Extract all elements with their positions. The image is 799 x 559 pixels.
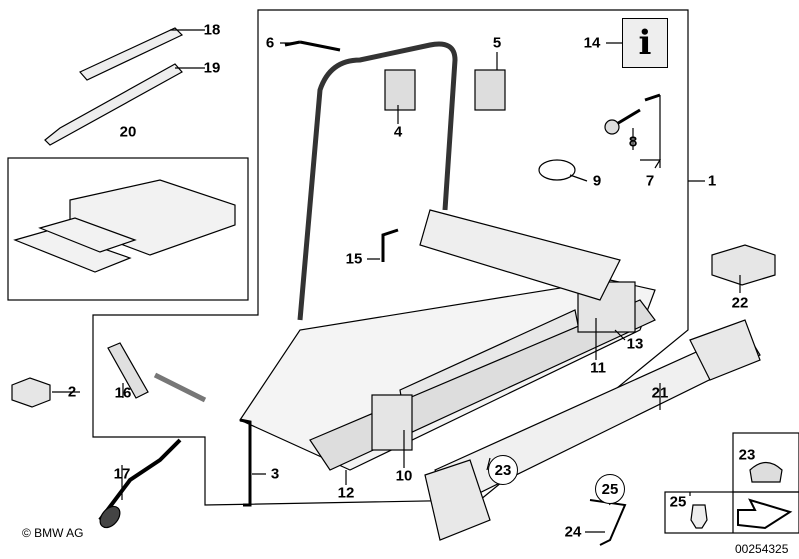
circled-label-25: 25 [595,474,625,504]
assembly-1-frame [92,9,689,506]
box-25-frame [664,491,799,534]
label-12: 12 [337,484,355,502]
label-8: 8 [628,133,638,151]
label-14: 14 [583,34,601,52]
sleeve-16 [107,342,149,399]
box-label-25: 25 [669,493,687,511]
clamp-4 [384,69,416,111]
copyright: © BMW AG [22,526,84,540]
clamp-5 [474,69,506,111]
label-6: 6 [265,34,275,52]
document-number: 00254325 [735,542,789,556]
label-7: 7 [645,172,655,190]
label-19: 19 [203,59,221,77]
label-15: 15 [345,250,363,268]
label-9: 9 [592,172,602,190]
rack-arch [297,41,458,321]
label-16: 16 [114,384,132,402]
label-17: 17 [113,465,131,483]
label-22: 22 [731,294,749,312]
box-label-23: 23 [738,446,756,464]
label-24: 24 [564,523,582,541]
info-icon: i [622,18,668,68]
strap-18 [79,27,184,81]
box-22 [711,244,776,286]
label-2: 2 [67,383,77,401]
label-21: 21 [651,384,669,402]
label-11: 11 [590,359,606,377]
wrench-17 [98,438,182,522]
label-13: 13 [626,335,644,353]
circled-label-23: 23 [488,455,518,485]
label-18: 18 [203,21,221,39]
info-glyph: i [638,23,652,63]
strap-19 [44,63,183,146]
label-10: 10 [395,467,413,485]
label-4: 4 [393,123,403,141]
label-5: 5 [492,34,502,52]
label-1: 1 [707,172,717,190]
tail-light-10 [371,394,413,451]
label-20: 20 [119,123,137,141]
label-3: 3 [270,465,280,483]
kit-20-frame [7,157,249,301]
part-2 [11,377,51,408]
